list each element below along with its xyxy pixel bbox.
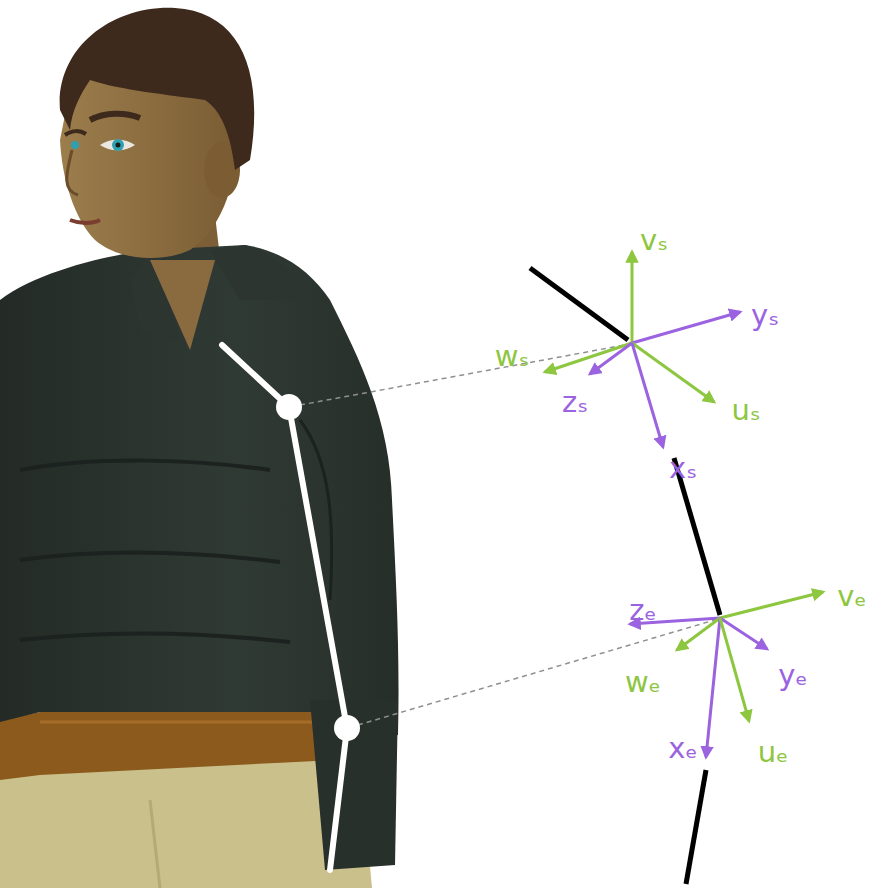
- axis-label: wₛ: [495, 342, 530, 371]
- arm-skeleton: [222, 345, 347, 870]
- shoulder-frame: [545, 252, 740, 447]
- axis-label: yₑ: [778, 661, 807, 690]
- axis-label: uₛ: [731, 396, 760, 425]
- axis-label: xₛ: [669, 454, 697, 483]
- axis-label: zₑ: [629, 596, 656, 625]
- elbow-joint: [334, 715, 360, 741]
- axis-label: uₑ: [758, 738, 788, 767]
- shoulder-joint: [276, 394, 302, 420]
- axis-label: vₑ: [837, 582, 866, 611]
- leader-line: [358, 619, 718, 725]
- bone-segments: [530, 268, 720, 884]
- axis-label: yₛ: [751, 301, 779, 330]
- axis-label: wₑ: [625, 668, 661, 697]
- axis-label: xₑ: [668, 734, 697, 763]
- man-figure: [0, 8, 399, 888]
- axis-label: zₛ: [562, 388, 588, 417]
- axis-label: vₛ: [640, 226, 668, 255]
